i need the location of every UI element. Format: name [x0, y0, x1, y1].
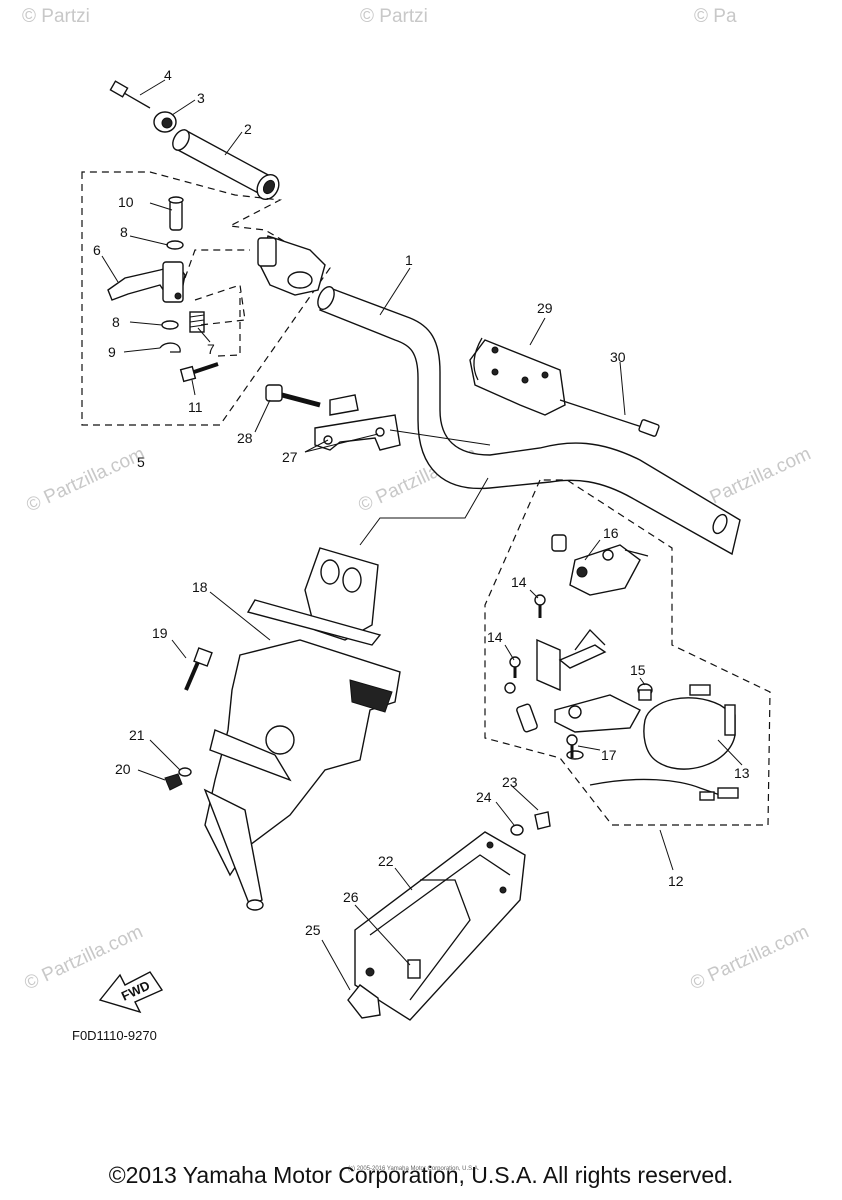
plug-part-15 [637, 683, 653, 701]
callout-30: 30 [610, 349, 626, 365]
callout-8: 8 [112, 314, 120, 330]
bolt-part-19 [184, 647, 213, 691]
strap-part-30 [559, 399, 660, 437]
screw-part-14 [509, 656, 521, 678]
nut-part-20 [164, 773, 183, 791]
connector [717, 787, 739, 799]
bolt-part-28 [265, 384, 321, 408]
callout-11: 11 [188, 399, 203, 415]
leader [194, 284, 246, 326]
lever-part-6 [107, 261, 186, 303]
callout-7: 7 [207, 341, 215, 357]
clamp-part-25 [347, 984, 381, 1019]
callout-28: 28 [237, 430, 253, 446]
clamp-part-27 [314, 394, 401, 451]
callout-25: 25 [305, 922, 321, 938]
leader [389, 429, 491, 446]
screw-part-14 [534, 594, 546, 618]
clip-part-9 [159, 342, 181, 353]
handlebar-part-1 [317, 286, 741, 556]
lever-bracket [257, 235, 326, 296]
group-outline-part-5 [81, 171, 331, 426]
callouts: 4 3 2 1 10 8 6 8 9 7 11 5 28 27 29 30 18… [93, 67, 750, 938]
pin-part-10 [168, 196, 184, 231]
callout-27: 27 [282, 449, 298, 465]
wire-harness [589, 778, 721, 796]
screw-part-17 [566, 734, 578, 758]
callout-21: 21 [129, 727, 145, 743]
tiny-copyright: (c) 2005-2016 Yamaha Motor Corporation, … [348, 1166, 480, 1172]
callout-2: 2 [244, 121, 252, 137]
callout-14: 14 [487, 629, 503, 645]
callout-1: 1 [405, 252, 413, 268]
clip-part-26 [407, 959, 421, 979]
callout-15: 15 [630, 662, 646, 678]
callout-9: 9 [108, 344, 116, 360]
watermark: © Partzi [22, 6, 90, 27]
grip-part-2 [172, 128, 280, 201]
callout-18: 18 [192, 579, 208, 595]
callout-13: 13 [734, 765, 750, 781]
callout-16: 16 [603, 525, 619, 541]
callout-23: 23 [502, 774, 518, 790]
handlebar-pad-part-29 [469, 337, 566, 416]
callout-5: 5 [137, 454, 145, 470]
nut-part-23 [534, 811, 551, 830]
callout-6: 6 [93, 242, 101, 258]
switch-housing-part-16 [551, 534, 649, 596]
watermark: © Partzilla.com [23, 443, 148, 516]
spring-part-7 [189, 311, 205, 333]
callout-3: 3 [197, 90, 205, 106]
leader [184, 249, 250, 279]
callout-20: 20 [115, 761, 131, 777]
callout-22: 22 [378, 853, 394, 869]
washer-part-21 [178, 767, 192, 777]
washer-part-24 [510, 824, 524, 836]
callout-24: 24 [476, 789, 492, 805]
watermark: © Partzi [360, 6, 428, 27]
leader [359, 477, 489, 546]
switch-assembly [504, 629, 641, 760]
diagram-code: F0D1110-9270 [72, 1028, 157, 1043]
callout-26: 26 [343, 889, 359, 905]
washer-part-3 [153, 111, 177, 133]
watermark: © Pa [694, 6, 737, 27]
callout-12: 12 [668, 873, 684, 889]
forward-arrow-icon: FWD [98, 971, 164, 1014]
callout-29: 29 [537, 300, 553, 316]
storage-box-part-22 [354, 831, 526, 1021]
copyright-notice: ©2013 Yamaha Motor Corporation, U.S.A. A… [108, 1162, 734, 1188]
leader [217, 292, 241, 357]
leader-lines [101, 79, 743, 991]
washer-part-8 [166, 240, 184, 250]
connector [699, 791, 715, 801]
callout-8: 8 [120, 224, 128, 240]
cover-part-13 [643, 684, 736, 770]
callout-19: 19 [152, 625, 168, 641]
callout-14: 14 [511, 574, 527, 590]
watermark: © Partzilla.com [687, 921, 812, 994]
bolt-part-11 [179, 362, 219, 383]
callout-4: 4 [164, 67, 172, 83]
callout-17: 17 [601, 747, 617, 763]
callout-10: 10 [118, 194, 134, 210]
bolt-part-4 [109, 80, 153, 109]
washer-part-8 [161, 320, 179, 330]
steering-column-part-18 [203, 547, 401, 911]
